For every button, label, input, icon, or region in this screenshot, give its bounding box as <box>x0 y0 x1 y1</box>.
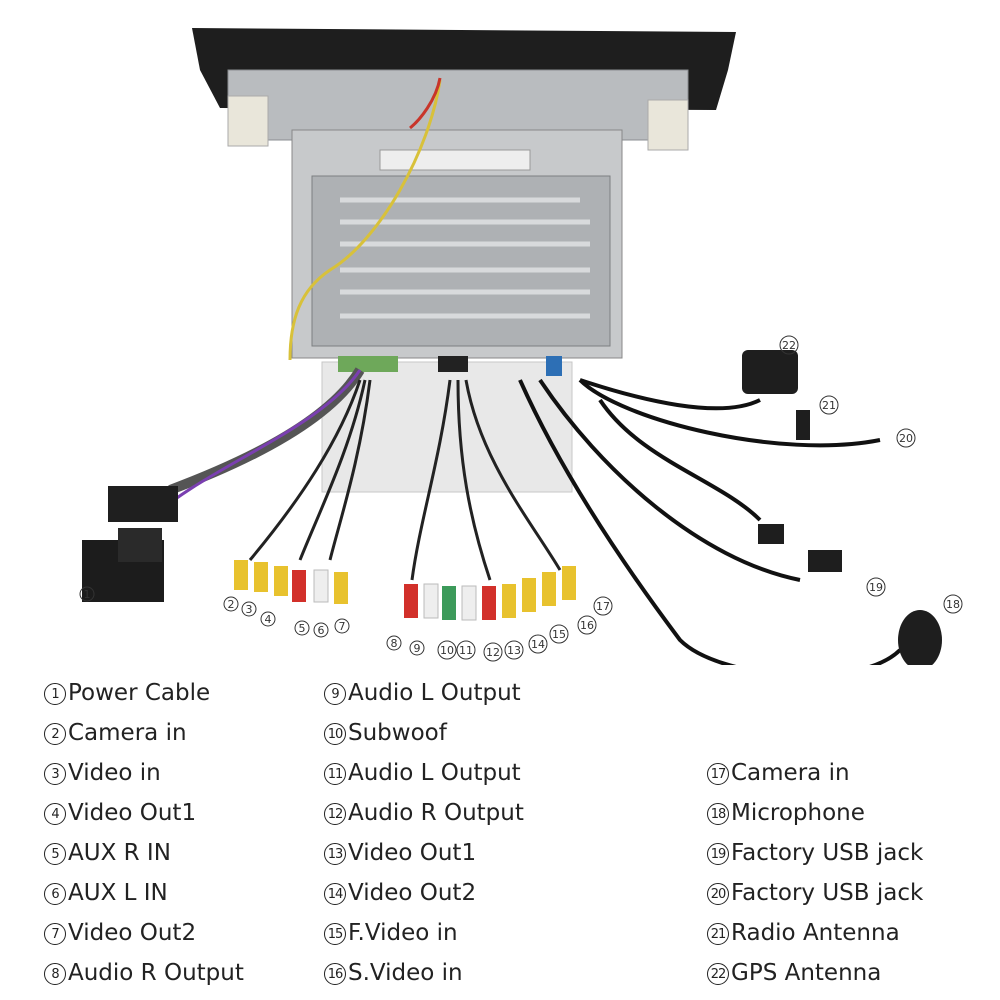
callout-20: 20 <box>899 432 913 445</box>
bracket-left <box>227 95 269 147</box>
usb-plug-20 <box>758 524 784 544</box>
callout-7: 7 <box>339 620 346 633</box>
usb-plug-19 <box>808 550 842 572</box>
callout-9: 9 <box>414 642 421 655</box>
callout-11: 11 <box>459 644 473 657</box>
connector-blue <box>546 356 562 376</box>
callout-labels: 1 2 3 4 5 6 7 8 9 10 11 12 13 14 15 16 1… <box>79 335 963 662</box>
callout-14: 14 <box>531 638 545 651</box>
microphone-body <box>898 610 942 665</box>
bracket-right <box>647 99 689 151</box>
gps-antenna <box>742 350 798 394</box>
red-wires <box>409 77 442 130</box>
power-cable-harness <box>82 367 365 602</box>
radio-antenna-plug <box>796 410 810 440</box>
callout-19: 19 <box>869 581 883 594</box>
head-unit-wiring-illustration: 1 2 3 4 5 6 7 8 9 10 11 12 13 14 15 16 1… <box>79 28 963 665</box>
callout-22: 22 <box>782 339 796 352</box>
callout-15: 15 <box>552 628 566 641</box>
callout-8: 8 <box>391 637 398 650</box>
callout-18: 18 <box>946 598 960 611</box>
callout-17: 17 <box>596 600 610 613</box>
callout-16: 16 <box>580 619 594 632</box>
callout-6: 6 <box>318 624 325 637</box>
callout-1: 1 <box>84 588 91 601</box>
heatsink-fins <box>340 197 590 319</box>
callout-2: 2 <box>228 598 235 611</box>
connector-black <box>438 356 468 372</box>
callout-12: 12 <box>486 646 500 659</box>
callout-13: 13 <box>507 644 521 657</box>
rca-group-left <box>234 379 372 604</box>
yellow-wire <box>288 79 442 361</box>
callout-10: 10 <box>440 644 454 657</box>
callout-21: 21 <box>822 399 836 412</box>
unit-label-sticker <box>379 149 531 171</box>
connector-green <box>338 356 398 372</box>
callout-3: 3 <box>246 603 253 616</box>
callout-4: 4 <box>265 613 272 626</box>
rca-group-right <box>404 379 576 621</box>
right-cables <box>518 378 902 665</box>
callout-5: 5 <box>299 622 306 635</box>
